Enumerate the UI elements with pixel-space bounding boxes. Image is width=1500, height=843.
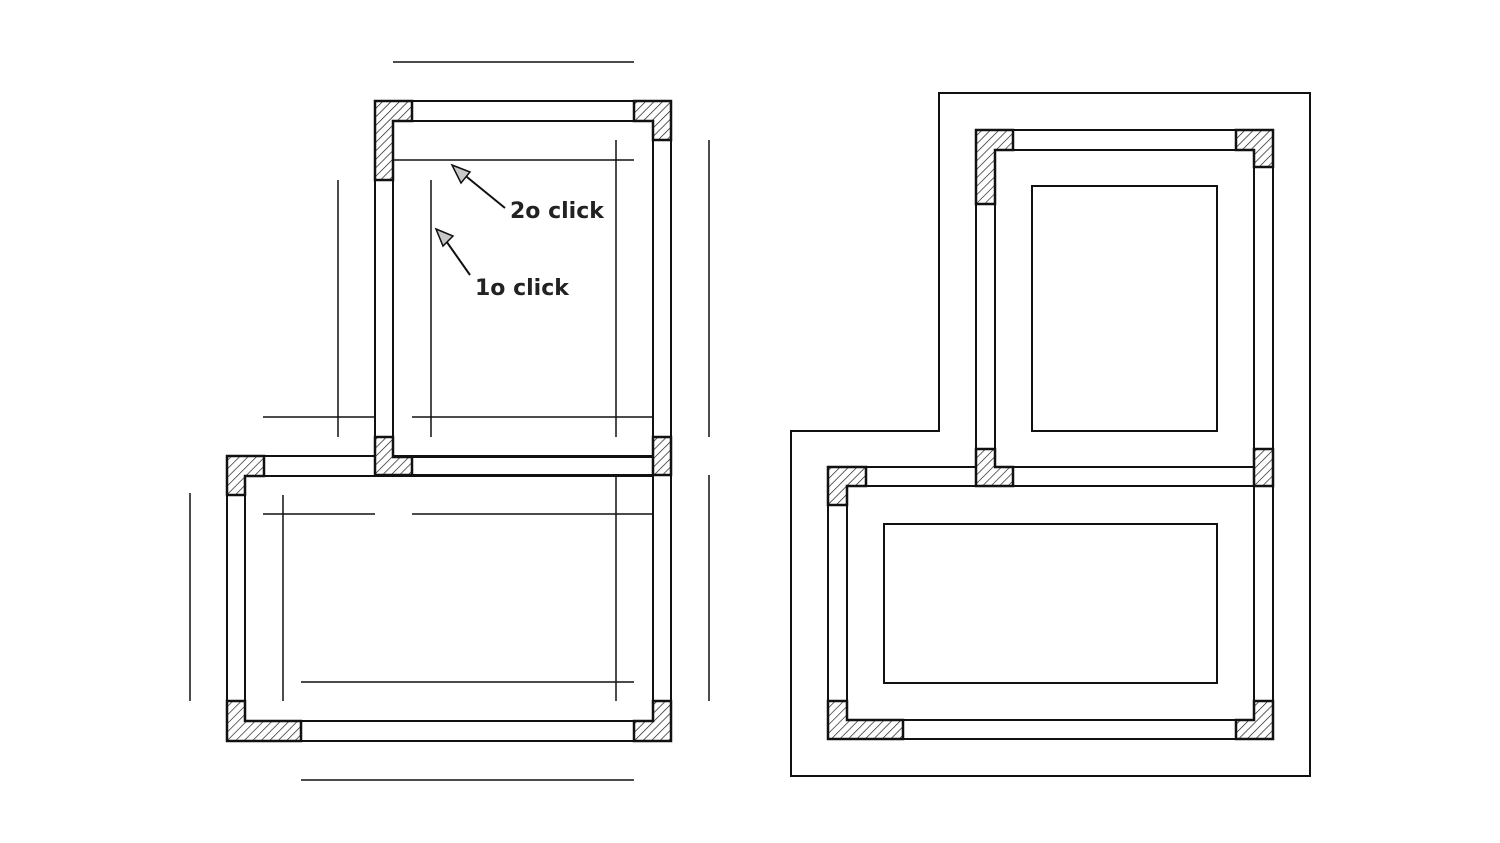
walls — [827, 129, 1274, 740]
right-plan — [790, 92, 1311, 777]
slab-opening-top — [1031, 185, 1218, 432]
click-annotations: 2o click 1o click — [434, 163, 605, 301]
walls — [226, 100, 672, 742]
arrow-1-icon — [443, 237, 471, 276]
arrow-2-icon — [461, 172, 506, 209]
slab-opening-bottom — [883, 523, 1218, 684]
left-plan: 2o click 1o click — [189, 61, 710, 781]
columns — [826, 128, 1275, 741]
label-second-click: 2o click — [510, 199, 605, 224]
guide-lines — [189, 61, 710, 781]
columns — [225, 99, 673, 743]
outer-outline — [790, 92, 1311, 777]
label-first-click: 1o click — [475, 276, 570, 301]
